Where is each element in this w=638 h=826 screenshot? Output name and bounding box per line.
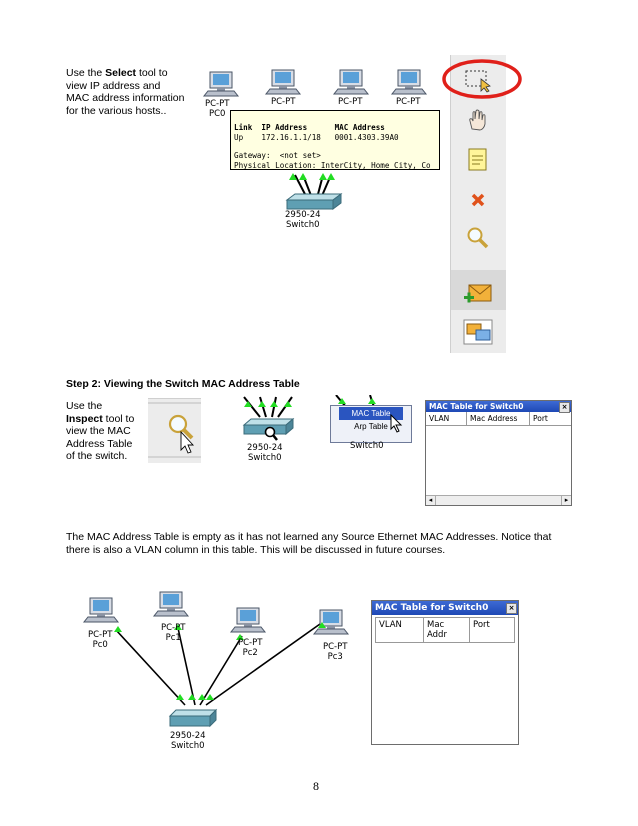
top-topology-diagram [203, 69, 427, 210]
horizontal-scrollbar[interactable]: ◂ ▸ [426, 495, 571, 505]
envelope-add-icon [464, 284, 492, 303]
pc-icon[interactable] [83, 597, 119, 623]
mac-table-menu-item[interactable]: MAC Table [339, 407, 403, 420]
magnifier-cursor-icon [148, 402, 201, 458]
complex-pdu-button[interactable] [461, 317, 495, 347]
hand-icon [469, 109, 486, 131]
inspect-tool-closeup[interactable] [148, 398, 201, 463]
scroll-left-icon[interactable]: ◂ [426, 496, 436, 505]
switch-label: Switch0 [350, 441, 384, 451]
page-number: 8 [313, 779, 319, 793]
pc-icon[interactable] [333, 69, 369, 95]
mac-table-header: VLAN Mac Addr Port [375, 617, 515, 643]
close-icon[interactable]: × [506, 603, 517, 614]
mac-table-window: MAC Table for Switch0× VLAN Mac Address … [425, 400, 572, 506]
pc-icon[interactable] [203, 71, 239, 97]
explanation-paragraph: The MAC Address Table is empty as it has… [66, 531, 552, 556]
switch-icon[interactable] [168, 708, 218, 728]
mac-table-window: MAC Table for Switch0× VLAN Mac Addr Por… [371, 600, 519, 745]
window-title: MAC Table for Switch0× [426, 401, 571, 413]
intro-text: Use the Select tool to view IP address a… [66, 67, 185, 117]
switch-icon[interactable] [285, 193, 343, 210]
step2-heading: Step 2: Viewing the Switch MAC Address T… [66, 378, 300, 390]
pc-label: PC-PT [338, 97, 363, 107]
select-icon [465, 70, 491, 93]
pc-label: PC-PT [396, 97, 421, 107]
inspect-tool-button[interactable] [461, 223, 495, 253]
pc-label: PC-PT [271, 97, 296, 107]
step2-switch-diagram [242, 396, 295, 441]
window-title: MAC Table for Switch0× [372, 601, 518, 615]
mac-table-header: VLAN Mac Address Port [426, 412, 571, 426]
note-tool-button[interactable] [461, 145, 495, 175]
close-icon[interactable]: × [559, 402, 570, 413]
select-tool-highlight [442, 59, 522, 99]
pc-icon[interactable] [230, 607, 266, 633]
select-tool-button[interactable] [461, 65, 495, 95]
delete-icon [471, 193, 485, 207]
delete-tool-button[interactable] [461, 185, 495, 215]
link-lights [114, 622, 326, 700]
tool-palette [450, 55, 506, 353]
pc-icon[interactable] [313, 609, 349, 635]
pc-icon[interactable] [265, 69, 301, 95]
arp-table-menu-item[interactable]: Arp Table [354, 422, 388, 431]
switch-icon[interactable] [242, 417, 295, 436]
arrow-cursor-icon [390, 414, 403, 433]
pc-icon[interactable] [391, 69, 427, 95]
column-header-port[interactable]: Port [473, 620, 490, 630]
bottom-topology-diagram [83, 591, 349, 728]
pc-icon[interactable] [153, 591, 189, 617]
select-tool-name: Select [105, 67, 137, 79]
move-tool-button[interactable] [461, 105, 495, 135]
magnifier-icon [467, 227, 489, 249]
magnifier-cursor-icon [264, 426, 278, 441]
column-header-vlan[interactable]: VLAN [426, 412, 467, 425]
add-pdu-button[interactable] [461, 279, 495, 309]
scroll-right-icon[interactable]: ▸ [561, 496, 571, 505]
column-header-mac-address[interactable]: Mac Address [467, 412, 530, 425]
column-header-vlan[interactable]: VLAN [376, 618, 424, 642]
inspect-tool-name: Inspect [66, 412, 103, 425]
column-header-mac-address[interactable]: Mac Addr [424, 618, 470, 642]
step2-text: Use the Inspect tool to view the MAC Add… [66, 400, 135, 462]
envelopes-icon [463, 319, 493, 345]
column-header-port[interactable]: Port [533, 414, 548, 423]
note-icon [468, 148, 487, 171]
bottom-links [115, 623, 321, 706]
